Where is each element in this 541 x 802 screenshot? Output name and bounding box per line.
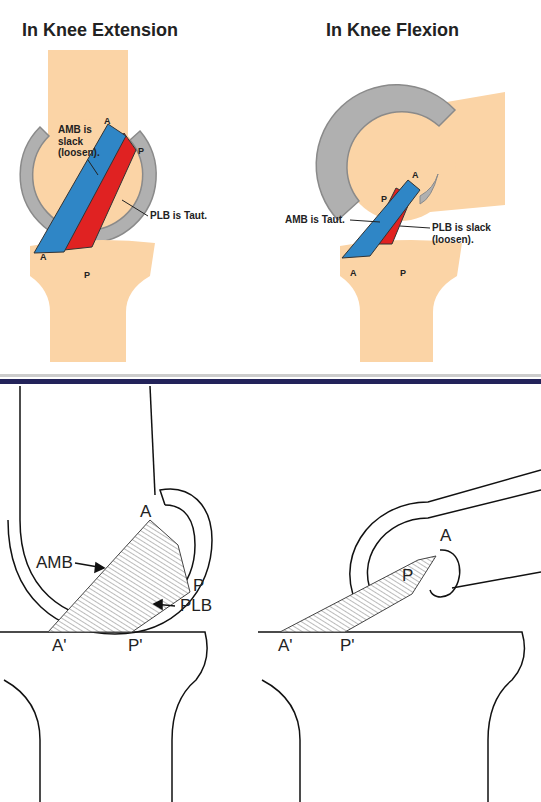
part-label: P xyxy=(138,146,144,156)
part-label: A' xyxy=(52,636,67,656)
part-label: AMB is slack (loosen). xyxy=(58,124,104,159)
part-label: P xyxy=(193,576,204,596)
part-label: A xyxy=(140,502,151,522)
part-label: P xyxy=(402,566,413,586)
part-label: A xyxy=(412,170,419,180)
extension-color-knee xyxy=(20,50,156,362)
part-label: AMB xyxy=(36,553,73,573)
part-label: P xyxy=(400,268,406,278)
part-label: PLB xyxy=(180,596,212,616)
part-label: A xyxy=(40,252,47,262)
part-label: A xyxy=(104,116,111,126)
part-label: P' xyxy=(128,636,143,656)
panel-heading: In Knee Extension xyxy=(22,20,178,41)
panel-heading: In Knee Flexion xyxy=(326,20,459,41)
flexion-line-knee xyxy=(258,470,541,802)
part-label: A xyxy=(440,526,451,546)
part-label: A xyxy=(350,268,357,278)
part-label: P xyxy=(84,270,90,280)
part-label: AMB is Taut. xyxy=(285,214,345,226)
part-label: P xyxy=(381,194,387,204)
part-label: A' xyxy=(278,636,293,656)
part-label: P' xyxy=(340,636,355,656)
extension-line-knee xyxy=(0,386,212,802)
part-label: PLB is Taut. xyxy=(150,210,220,222)
part-label: PLB is slack (loosen). xyxy=(432,222,522,245)
